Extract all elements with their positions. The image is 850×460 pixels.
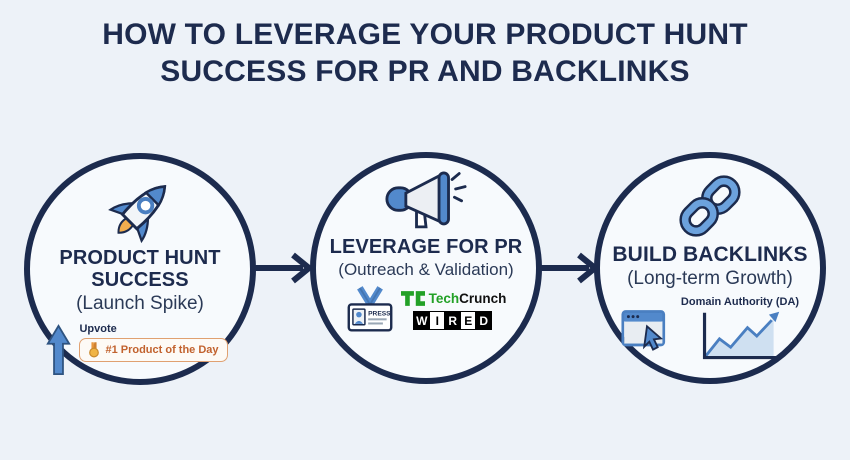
step-3-title: BUILD BACKLINKS [612, 243, 808, 266]
press-logos-group: PRESS TechCrunch W I R E D [346, 285, 507, 335]
arrow-right-icon [253, 252, 313, 284]
page-title: HOW TO LEVERAGE YOUR PRODUCT HUNT SUCCES… [0, 16, 850, 90]
techcrunch-text-tech: Tech [428, 291, 460, 306]
upvote-arrow-icon [46, 324, 72, 375]
page-title-line1: HOW TO LEVERAGE YOUR PRODUCT HUNT [102, 18, 748, 51]
rocket-icon [108, 185, 167, 244]
wired-letter: I [428, 311, 446, 330]
step-1-title: PRODUCT HUNT SUCCESS [59, 247, 221, 291]
upvote-group: Upvote #1 Product of the Day [46, 323, 228, 377]
press-label: PRESS [368, 311, 391, 318]
megaphone-icon [385, 171, 467, 229]
step-3-subtitle: (Long-term Growth) [627, 268, 793, 289]
wired-letter: E [459, 311, 477, 330]
techcrunch-mark-icon [400, 291, 425, 306]
domain-authority-label: Domain Authority (DA) [680, 296, 800, 308]
medal-icon [89, 342, 100, 358]
upvote-label: Upvote [79, 323, 117, 335]
backlink-group: Domain Authority (DA) [621, 296, 799, 365]
step-product-hunt-success: PRODUCT HUNT SUCCESS (Launch Spike) Upvo… [24, 153, 256, 385]
browser-cursor-icon [621, 309, 666, 351]
product-of-day-badge: #1 Product of the Day [79, 338, 228, 362]
chain-link-icon [679, 175, 741, 237]
press-badge-icon: PRESS [347, 286, 393, 332]
techcrunch-logo: TechCrunch [400, 290, 507, 307]
step-1-subtitle: (Launch Spike) [76, 293, 204, 314]
badge-text: #1 Product of the Day [105, 344, 219, 356]
wired-letter: D [475, 311, 493, 330]
step-leverage-for-pr: LEVERAGE FOR PR (Outreach & Validation) … [310, 152, 542, 384]
page-title-line2: SUCCESS FOR PR AND BACKLINKS [160, 55, 690, 88]
wired-letter: R [444, 311, 462, 330]
wired-letter: W [413, 311, 431, 330]
techcrunch-text-crunch: Crunch [459, 291, 507, 306]
arrow-right-icon [539, 252, 599, 284]
growth-chart-icon [702, 311, 782, 360]
wired-logo: W I R E D [413, 311, 493, 330]
step-2-title: LEVERAGE FOR PR [329, 236, 523, 258]
step-build-backlinks: BUILD BACKLINKS (Long-term Growth) Domai… [594, 152, 826, 384]
step-2-subtitle: (Outreach & Validation) [338, 260, 514, 279]
